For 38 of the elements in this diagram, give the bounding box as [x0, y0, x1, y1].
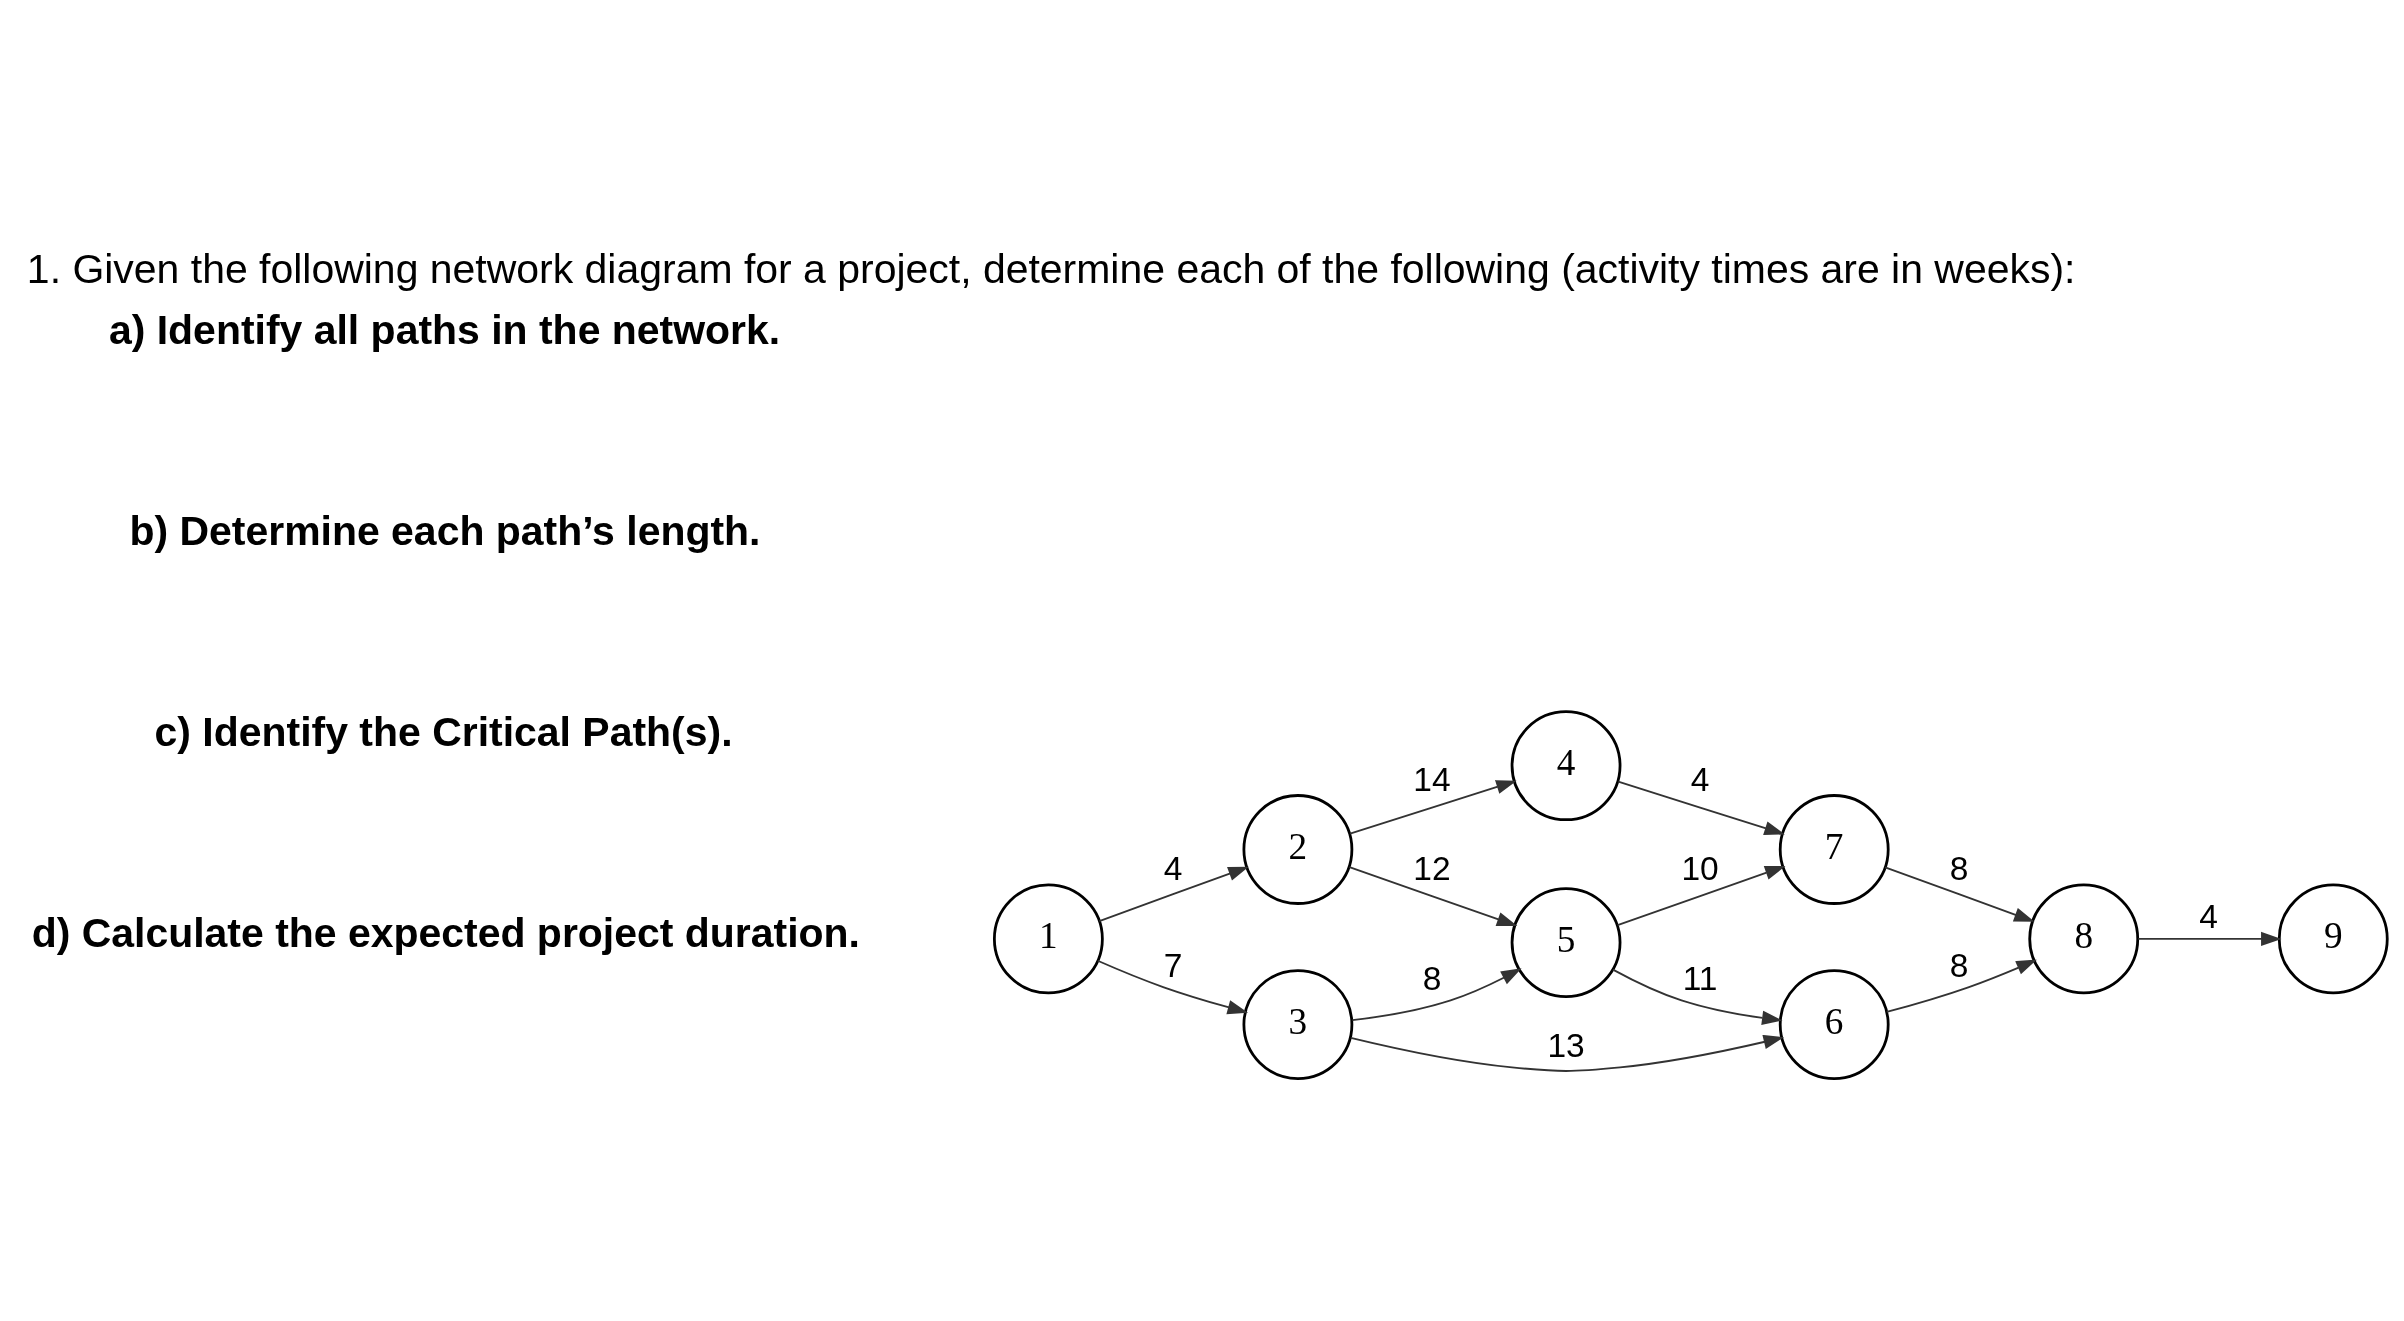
- node-circle: 7: [1778, 794, 1890, 905]
- arrow: [1349, 1034, 1785, 1072]
- edge-label: 8: [1949, 946, 1969, 984]
- arrow: [1096, 959, 1249, 1015]
- label: d) Calculate the expected project duration.: [31, 910, 860, 957]
- edge-label: 8: [1422, 959, 1442, 997]
- node-circle: 8: [2028, 883, 2140, 995]
- label: a) Identify all paths in the network.: [108, 307, 781, 354]
- arrow: [1098, 866, 1249, 922]
- arrow: [1351, 968, 1522, 1022]
- edge-label: 12: [1413, 850, 1451, 888]
- node-circle: 9: [2277, 883, 2389, 995]
- node-circle: 2: [1242, 794, 1354, 905]
- arrow: [1884, 866, 2035, 922]
- arrow: [1885, 959, 2037, 1013]
- arrow: [1349, 780, 1517, 835]
- edge-label: 4: [2199, 898, 2218, 936]
- arrow: [1612, 968, 1783, 1026]
- edge-label: 4: [1163, 850, 1183, 888]
- edge-label: 13: [1547, 1026, 1585, 1064]
- diagram-title: 1. Given the following network diagram for a project, determine each of the following (activity times are in weeks):: [26, 245, 2076, 292]
- node-circle: 1: [992, 883, 1104, 995]
- node-circle: 5: [1510, 887, 1622, 998]
- edge-label: 11: [1682, 959, 1718, 997]
- edge-label: 14: [1413, 760, 1451, 798]
- label: c) Identify the Critical Path(s).: [154, 709, 733, 756]
- edge-label: 8: [1949, 850, 1969, 888]
- arrow: [1616, 866, 1786, 927]
- arrow: [2137, 931, 2282, 947]
- label: b) Determine each path’s length.: [129, 508, 761, 555]
- edge-label: 7: [1163, 946, 1183, 984]
- edge-label: 10: [1681, 850, 1719, 888]
- node-circle: 4: [1510, 710, 1622, 822]
- arrow: [1348, 866, 1518, 927]
- node-circle: 6: [1778, 969, 1890, 1080]
- node-circle: 3: [1242, 969, 1354, 1080]
- arrow: [1617, 780, 1785, 836]
- edge-label: 4: [1690, 760, 1710, 798]
